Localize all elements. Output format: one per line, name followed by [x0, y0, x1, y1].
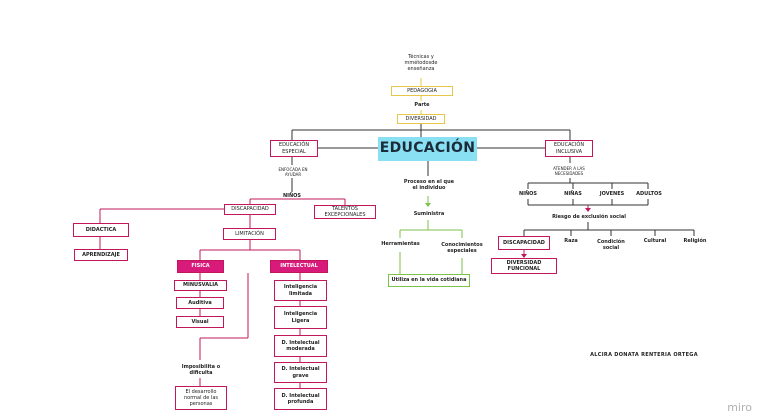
node-atender: ATENDER A LAS NECESIDADES: [553, 165, 585, 176]
node-ninos-left: NIÑOS: [282, 192, 302, 199]
node-discapacidad-right[interactable]: DISCAPACIDAD: [498, 236, 550, 250]
node-diversidad[interactable]: DIVERSIDAD: [397, 114, 445, 124]
node-int-limitada[interactable]: Inteligencia limitada: [274, 280, 327, 301]
node-educacion-especial[interactable]: EDUCACIÓN ESPECIAL: [270, 140, 318, 157]
miro-logo: miro: [727, 401, 752, 414]
node-conocimientos: Conocimientos especiales: [441, 241, 483, 254]
node-utiliza[interactable]: Utiliza en la vida cotidiana: [388, 274, 470, 287]
node-educacion-inclusiva[interactable]: EDUCACIÓN INCLUSIVA: [545, 140, 593, 157]
node-desarrollo[interactable]: El desarrollo normal de las personas: [175, 386, 227, 410]
author-name: ALCIRA DONATA RENTERIA ORTEGA: [590, 352, 698, 359]
node-ninos-right: NIÑOS: [518, 190, 538, 197]
node-tecnicas: Técnicas y mmétodosde enseñanza: [404, 53, 438, 73]
node-condicion: Condición social: [597, 238, 625, 251]
node-parte: Parte: [414, 102, 430, 109]
node-proceso: Proceso en el que el individuo: [403, 178, 455, 191]
node-discapacidad-left[interactable]: DISCAPACIDAD: [224, 204, 276, 215]
node-d-profunda[interactable]: D. Intelectual profunda: [274, 388, 327, 410]
node-pedagogia[interactable]: PEDAGOGIA: [391, 86, 453, 96]
node-religion: Religión: [683, 237, 707, 244]
node-adultos: ADULTOS: [636, 190, 662, 197]
node-intelectual[interactable]: INTELECTUAL: [270, 260, 328, 273]
arrow-head: [425, 203, 431, 207]
node-fisica[interactable]: FISICA: [177, 260, 224, 273]
arrow-head: [521, 254, 527, 258]
node-limitacion[interactable]: LIMITACIÓN: [223, 228, 276, 240]
arrow-head: [585, 208, 591, 212]
node-visual[interactable]: Visual: [176, 316, 224, 328]
node-jovenes: JOVENES: [599, 190, 625, 197]
node-didactica[interactable]: DIDACTICA: [73, 223, 129, 237]
node-d-moderada[interactable]: D. Intelectual moderada: [274, 335, 327, 357]
node-ninas: NIÑAS: [564, 190, 582, 197]
node-d-grave[interactable]: D. Intelectual grave: [274, 362, 327, 383]
node-enfocada: ENFOCADA EN AYUDAR: [278, 166, 308, 177]
node-div-funcional[interactable]: DIVERSIDAD FUNCIONAL: [491, 258, 557, 274]
node-aprendizaje[interactable]: APRENDIZAJE: [74, 249, 128, 261]
node-riesgo: Riesgo de exclusión social: [552, 213, 626, 220]
node-talentos[interactable]: TALENTOS EXCEPCIONALES: [314, 205, 376, 219]
node-imposibilita: Imposibilita o dificulta: [181, 363, 221, 376]
node-raza: Raza: [564, 237, 578, 244]
node-herramientas: Herramientas: [381, 240, 420, 247]
node-educacion-main[interactable]: EDUCACIÓN: [378, 137, 477, 161]
node-suministra: Suministra: [413, 211, 445, 218]
node-int-ligera[interactable]: Inteligencia Ligera: [274, 306, 327, 329]
node-minusvalia[interactable]: MINUSVALIA: [174, 280, 227, 291]
node-auditiva[interactable]: Auditiva: [176, 297, 224, 309]
node-cultura: Cultural: [643, 237, 667, 244]
